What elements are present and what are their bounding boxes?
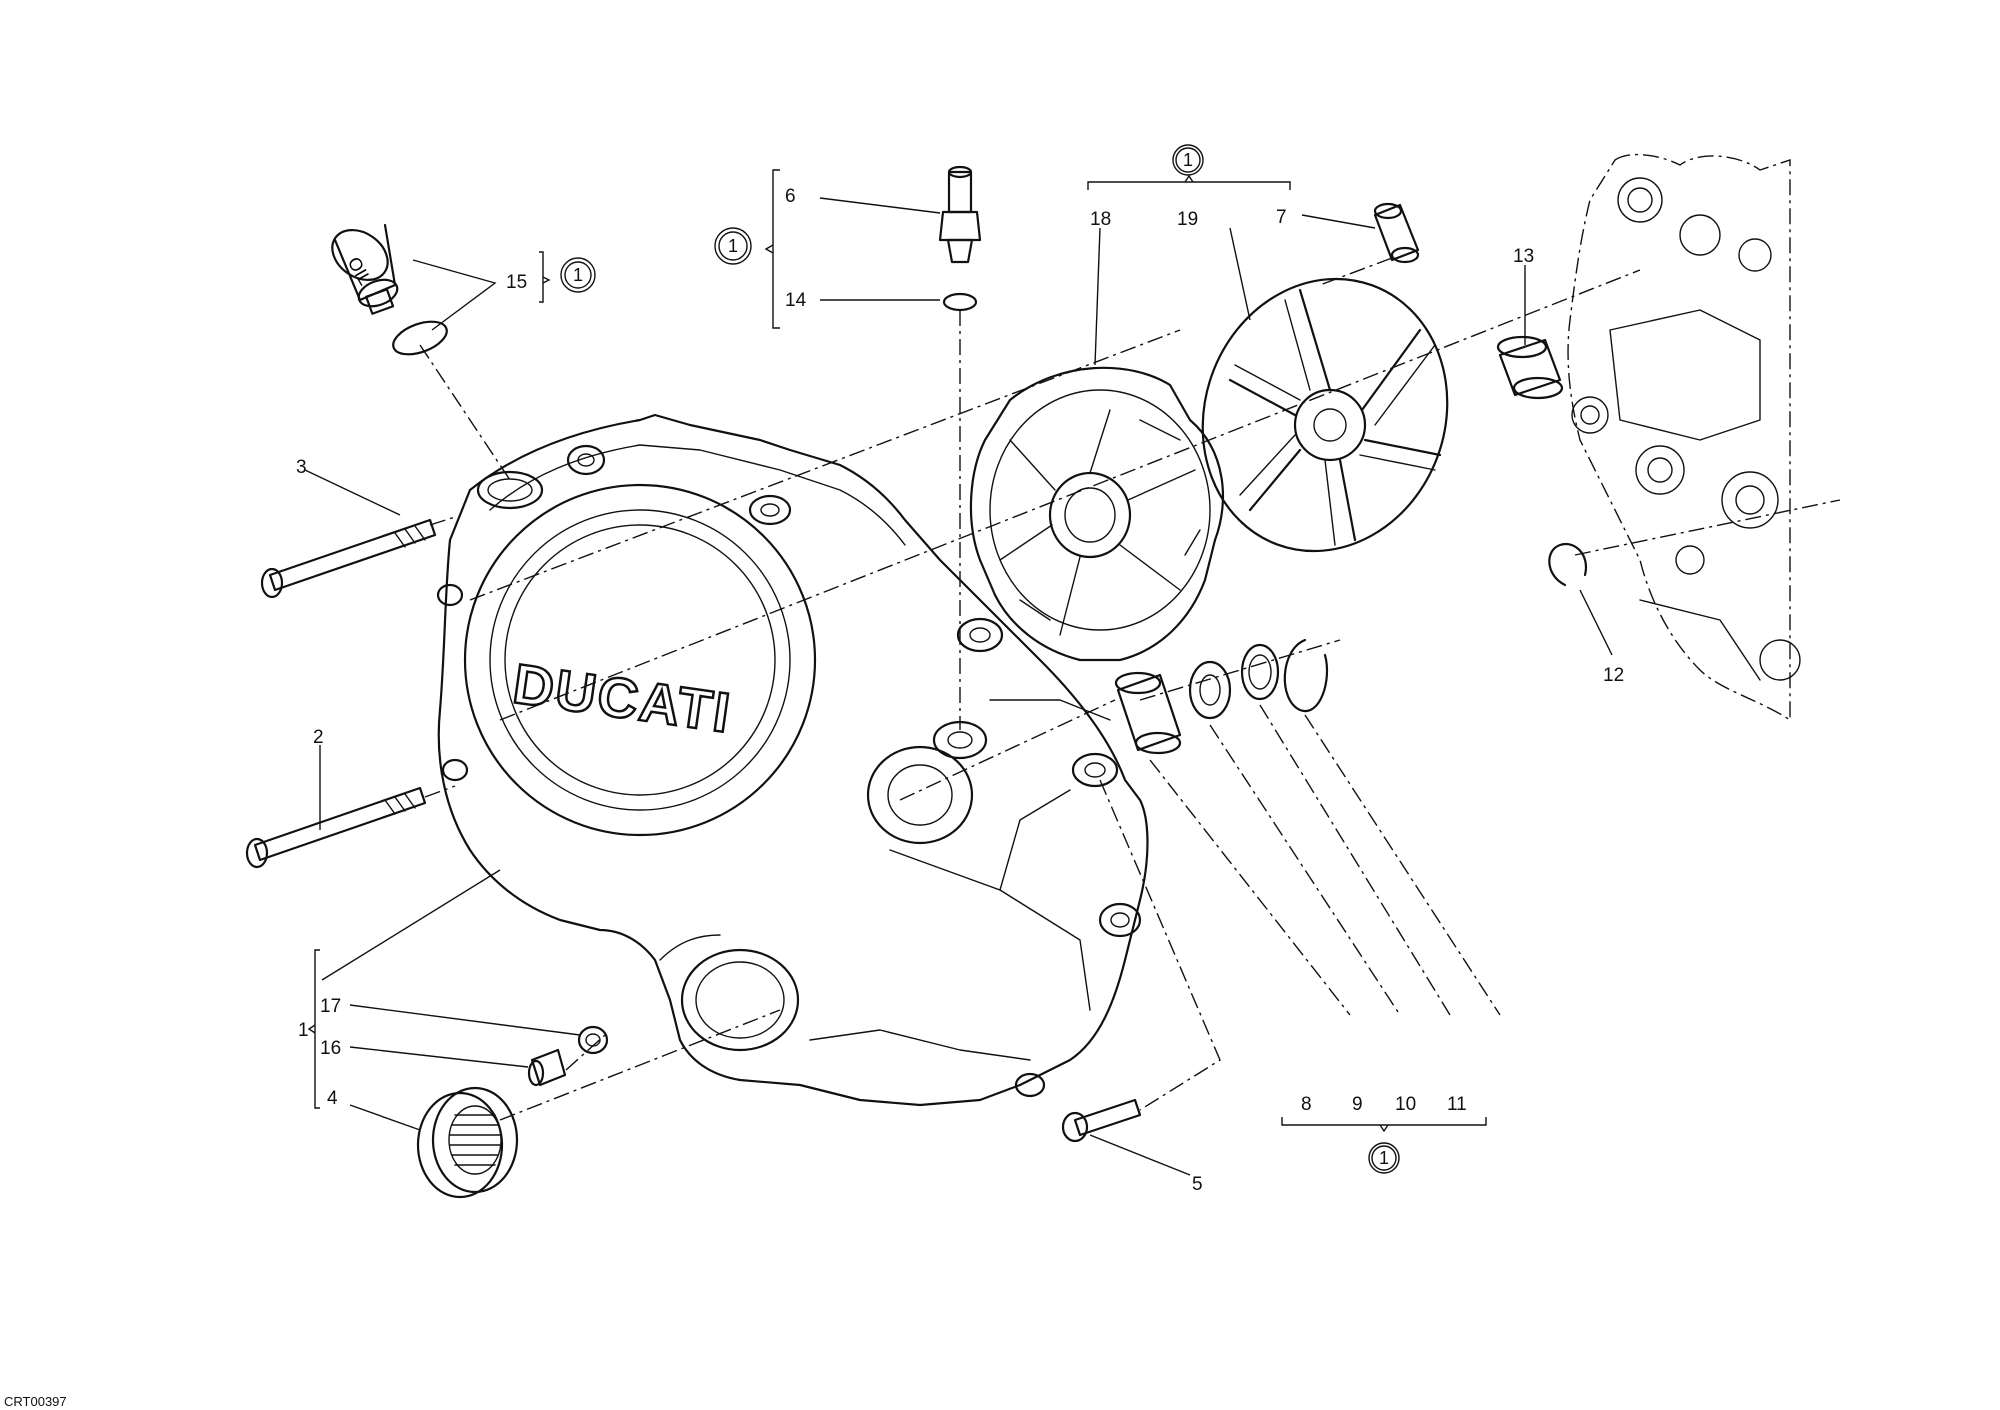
label-7: 7	[1276, 207, 1287, 228]
fitting-7	[1373, 202, 1420, 264]
label-14: 14	[785, 290, 807, 311]
bolt-2	[245, 786, 427, 869]
label-15: 15	[506, 272, 527, 293]
label-3: 3	[296, 457, 307, 478]
label-1: 1	[298, 1020, 309, 1041]
bolt-5	[1061, 1098, 1142, 1143]
clutch-cover: DUCATI	[436, 413, 1149, 1107]
kit-marker-sensor: 1	[714, 227, 752, 265]
label-5: 5	[1192, 1174, 1203, 1195]
kit-marker-top-text: 1	[1183, 150, 1193, 170]
kit-marker-15: 1	[560, 257, 596, 293]
part-labels: 3 2 1 17 16 4 5 6 14 15 18 19 7 13 12 8 …	[296, 186, 1624, 1195]
bolt-3	[260, 518, 437, 599]
drawing-code: CRT00397	[4, 1394, 67, 1409]
label-4: 4	[327, 1088, 338, 1109]
bearing-9-bore	[1199, 674, 1221, 706]
label-17: 17	[320, 996, 341, 1017]
label-18: 18	[1090, 209, 1111, 230]
washer-17	[577, 1025, 609, 1055]
impeller-19	[1201, 277, 1449, 553]
label-2: 2	[313, 727, 324, 748]
label-8: 8	[1301, 1094, 1312, 1115]
kit-marker-sensor-text: 1	[728, 236, 738, 256]
temperature-sensor-6	[938, 165, 982, 264]
circlip-11	[1283, 638, 1329, 713]
ring-10-bore	[1248, 654, 1272, 690]
water-pump-cover-18	[969, 366, 1225, 662]
label-9: 9	[1352, 1094, 1363, 1115]
label-13: 13	[1513, 246, 1534, 267]
label-11: 11	[1447, 1094, 1467, 1115]
label-19: 19	[1177, 209, 1198, 230]
ring-10	[1240, 643, 1280, 701]
bush-8	[1114, 671, 1182, 755]
label-12: 12	[1603, 665, 1624, 686]
plug-16	[527, 1048, 567, 1087]
kit-marker-bottom: 1	[1368, 1142, 1400, 1174]
leader-lines	[304, 197, 1613, 1176]
brackets	[307, 169, 1487, 1133]
kit-marker-15-text: 1	[573, 265, 583, 285]
washer-17-hole	[585, 1033, 601, 1047]
bearing-9	[1188, 660, 1232, 720]
washer-14	[942, 292, 978, 312]
oil-filler-cap: OIL	[331, 223, 399, 315]
kit-marker-top: 1	[1172, 144, 1204, 176]
oil-seal-4	[416, 1086, 519, 1199]
label-6: 6	[785, 186, 796, 207]
kit-marker-bottom-text: 1	[1379, 1148, 1389, 1168]
bush-13	[1496, 335, 1564, 400]
snap-ring-12	[1548, 542, 1588, 587]
crankcase-outline	[1567, 153, 1801, 722]
brand-logo: DUCATI	[509, 652, 735, 745]
label-16: 16	[320, 1038, 341, 1059]
label-10: 10	[1395, 1094, 1416, 1115]
center-lines	[419, 257, 1841, 1121]
